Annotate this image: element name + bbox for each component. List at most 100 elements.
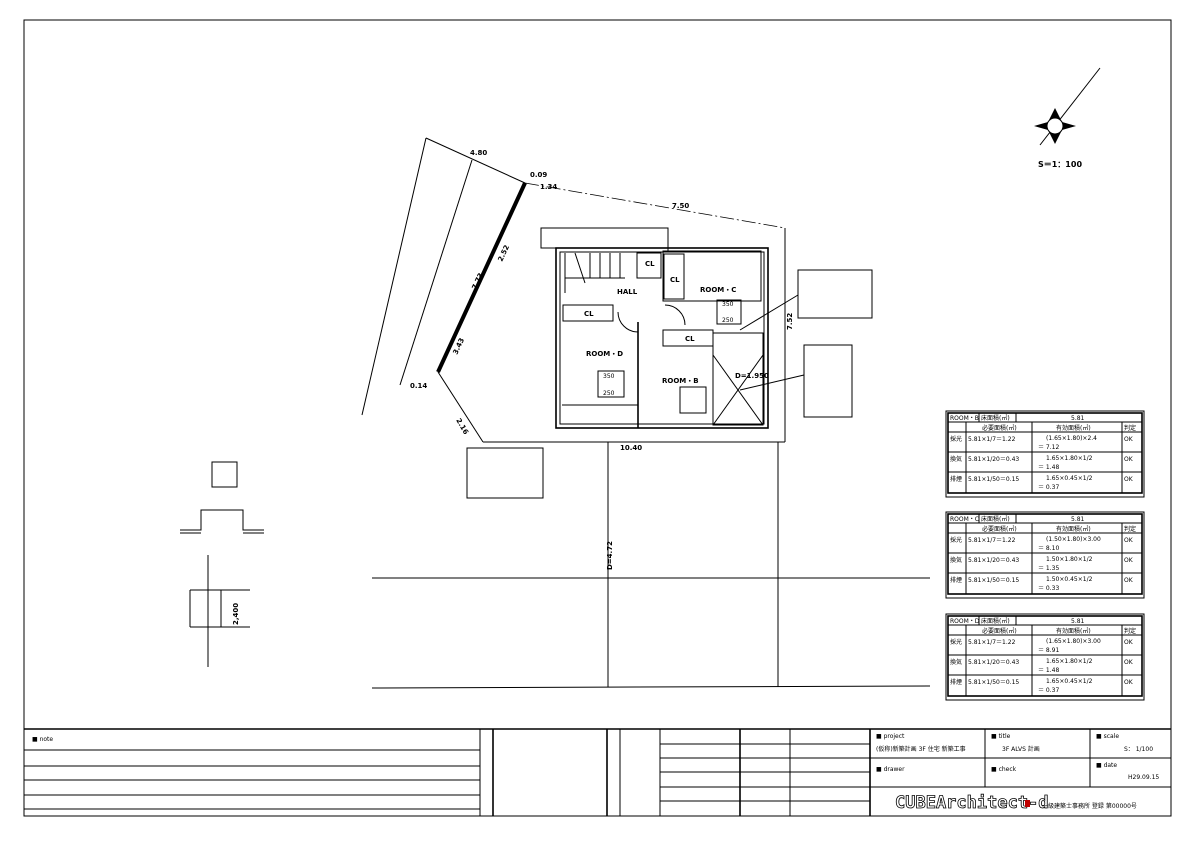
scale-label: ■ scale [1096, 733, 1119, 740]
detail-dim: 2,400 [232, 603, 240, 625]
table-header: 判定 [1124, 627, 1136, 635]
table-row-type: 排煙 [950, 678, 962, 686]
table-row-type: 排煙 [950, 475, 962, 483]
table-result: ＝ 0.33 [1038, 585, 1059, 592]
table-floor-area: 5.81 [1071, 618, 1085, 625]
table-judge: OK [1124, 577, 1134, 584]
table-floor-area: 5.81 [1071, 415, 1085, 422]
north-arrow-icon: S＝1：100 [1034, 67, 1101, 169]
table-judge: OK [1124, 639, 1134, 646]
room-label-b: ROOM・B [662, 377, 699, 385]
date-value: H29.09.15 [1128, 774, 1159, 781]
table-judge: OK [1124, 679, 1134, 686]
table-header: 有効面積(㎡) [1056, 525, 1091, 533]
table-header: 必要面積(㎡) [982, 525, 1017, 533]
table-effective: 1.50×1.80×1/2 [1046, 556, 1093, 563]
room-label-hall: HALL [617, 288, 638, 296]
table-judge: OK [1124, 456, 1134, 463]
table-effective: 1.65×0.45×1/2 [1046, 678, 1093, 685]
scale-value: S： 1/100 [1124, 746, 1153, 753]
table-header: 必要面積(㎡) [982, 627, 1017, 635]
table-required: 5.81×1/20＝0.43 [968, 659, 1019, 666]
annotation-boxes [466, 269, 873, 499]
table-required: 5.81×1/20＝0.43 [968, 557, 1019, 564]
table-floor-label: 床面積(㎡) [981, 414, 1010, 422]
dim-label: 2.52 [497, 244, 512, 263]
detail-drawings: 2,400 [180, 461, 264, 667]
dim-label: 7.50 [672, 202, 689, 210]
table-row-type: 換気 [950, 455, 962, 463]
table-required: 5.81×1/50＝0.15 [968, 577, 1019, 584]
table-result: ＝ 1.48 [1038, 667, 1059, 674]
dim-label: 4.80 [470, 149, 487, 157]
ceiling-height: 250 [603, 390, 615, 397]
table-effective: 1.65×1.80×1/2 [1046, 455, 1093, 462]
table-header: 判定 [1124, 525, 1136, 533]
table-header: 有効面積(㎡) [1056, 627, 1091, 635]
dim-label: 0.09 [530, 171, 547, 179]
sheet-border [23, 19, 1172, 817]
check-label: ■ check [991, 766, 1017, 773]
dl-label: D=1.950 [735, 372, 769, 380]
room-label-d: ROOM・D [586, 350, 623, 358]
table-row-type: 採光 [950, 638, 962, 646]
table-floor-label: 床面積(㎡) [981, 515, 1010, 523]
dim-label: 7.73 [471, 272, 486, 291]
note-label: ■ note [32, 736, 53, 743]
drawer-label: ■ drawer [876, 766, 905, 773]
table-room: ROOM・D [950, 618, 980, 625]
table-effective: (1.65×1.80)×2.4 [1046, 435, 1097, 442]
project-label: ■ project [876, 733, 905, 740]
table-judge: OK [1124, 476, 1134, 483]
title-value: 3F ALVS 計画 [1002, 745, 1040, 753]
table-judge: OK [1124, 659, 1134, 666]
table-result: ＝ 0.37 [1038, 687, 1059, 694]
logo-mark [1025, 800, 1030, 807]
table-required: 5.81×1/50＝0.15 [968, 679, 1019, 686]
table-row-type: 排煙 [950, 576, 962, 584]
floor-plan: HALL ROOM・C ROOM・D ROOM・B CL CL CL CL D=… [540, 227, 769, 429]
table-room: ROOM・C [950, 516, 979, 523]
project-value: (仮称)新築計画 3F 住宅 新築工事 [876, 745, 966, 753]
table-required: 5.81×1/20＝0.43 [968, 456, 1019, 463]
dim-label: 7.52 [786, 313, 794, 330]
table-row-type: 採光 [950, 435, 962, 443]
table-judge: OK [1124, 557, 1134, 564]
closet-label: CL [685, 335, 695, 343]
table-row-type: 換気 [950, 658, 962, 666]
table-judge: OK [1124, 537, 1134, 544]
dim-label: 2.16 [454, 417, 470, 436]
table-floor-label: 床面積(㎡) [981, 617, 1010, 625]
table-result: ＝ 8.91 [1038, 647, 1059, 654]
ceiling-height: 350 [722, 301, 734, 308]
table-effective: 1.65×1.80×1/2 [1046, 658, 1093, 665]
table-effective: 1.65×0.45×1/2 [1046, 475, 1093, 482]
table-header: 判定 [1124, 424, 1136, 432]
scale-caption: S＝1：100 [1038, 160, 1082, 169]
site-boundary: 0.09 1.34 7.50 10.40 7.52 0.14 2.16 4.80… [361, 137, 931, 689]
table-room: ROOM・B [950, 415, 979, 422]
table-result: ＝ 8.10 [1038, 545, 1059, 552]
table-effective: 1.50×0.45×1/2 [1046, 576, 1093, 583]
ceiling-height: 350 [603, 373, 615, 380]
office-registration: 一級建築士事務所 登録 第00000号 [1042, 802, 1137, 810]
date-label: ■ date [1096, 762, 1117, 769]
table-result: ＝ 1.48 [1038, 464, 1059, 471]
title-label: ■ title [991, 733, 1011, 740]
table-effective: (1.65×1.80)×3.00 [1046, 638, 1101, 645]
company-logo: CUBEArchitect-d [895, 793, 1049, 813]
table-required: 5.81×1/50＝0.15 [968, 476, 1019, 483]
table-required: 5.81×1/7＝1.22 [968, 436, 1016, 443]
table-required: 5.81×1/7＝1.22 [968, 537, 1016, 544]
closet-label: CL [584, 310, 594, 318]
dim-label: D=4.72 [606, 541, 614, 570]
table-required: 5.81×1/7＝1.22 [968, 639, 1016, 646]
title-block: ■ note ■ project (仮称)新築計画 3F 住宅 新築工事 ■ t… [24, 728, 1171, 816]
closet-label: CL [670, 276, 680, 284]
dim-label: 10.40 [620, 444, 642, 452]
